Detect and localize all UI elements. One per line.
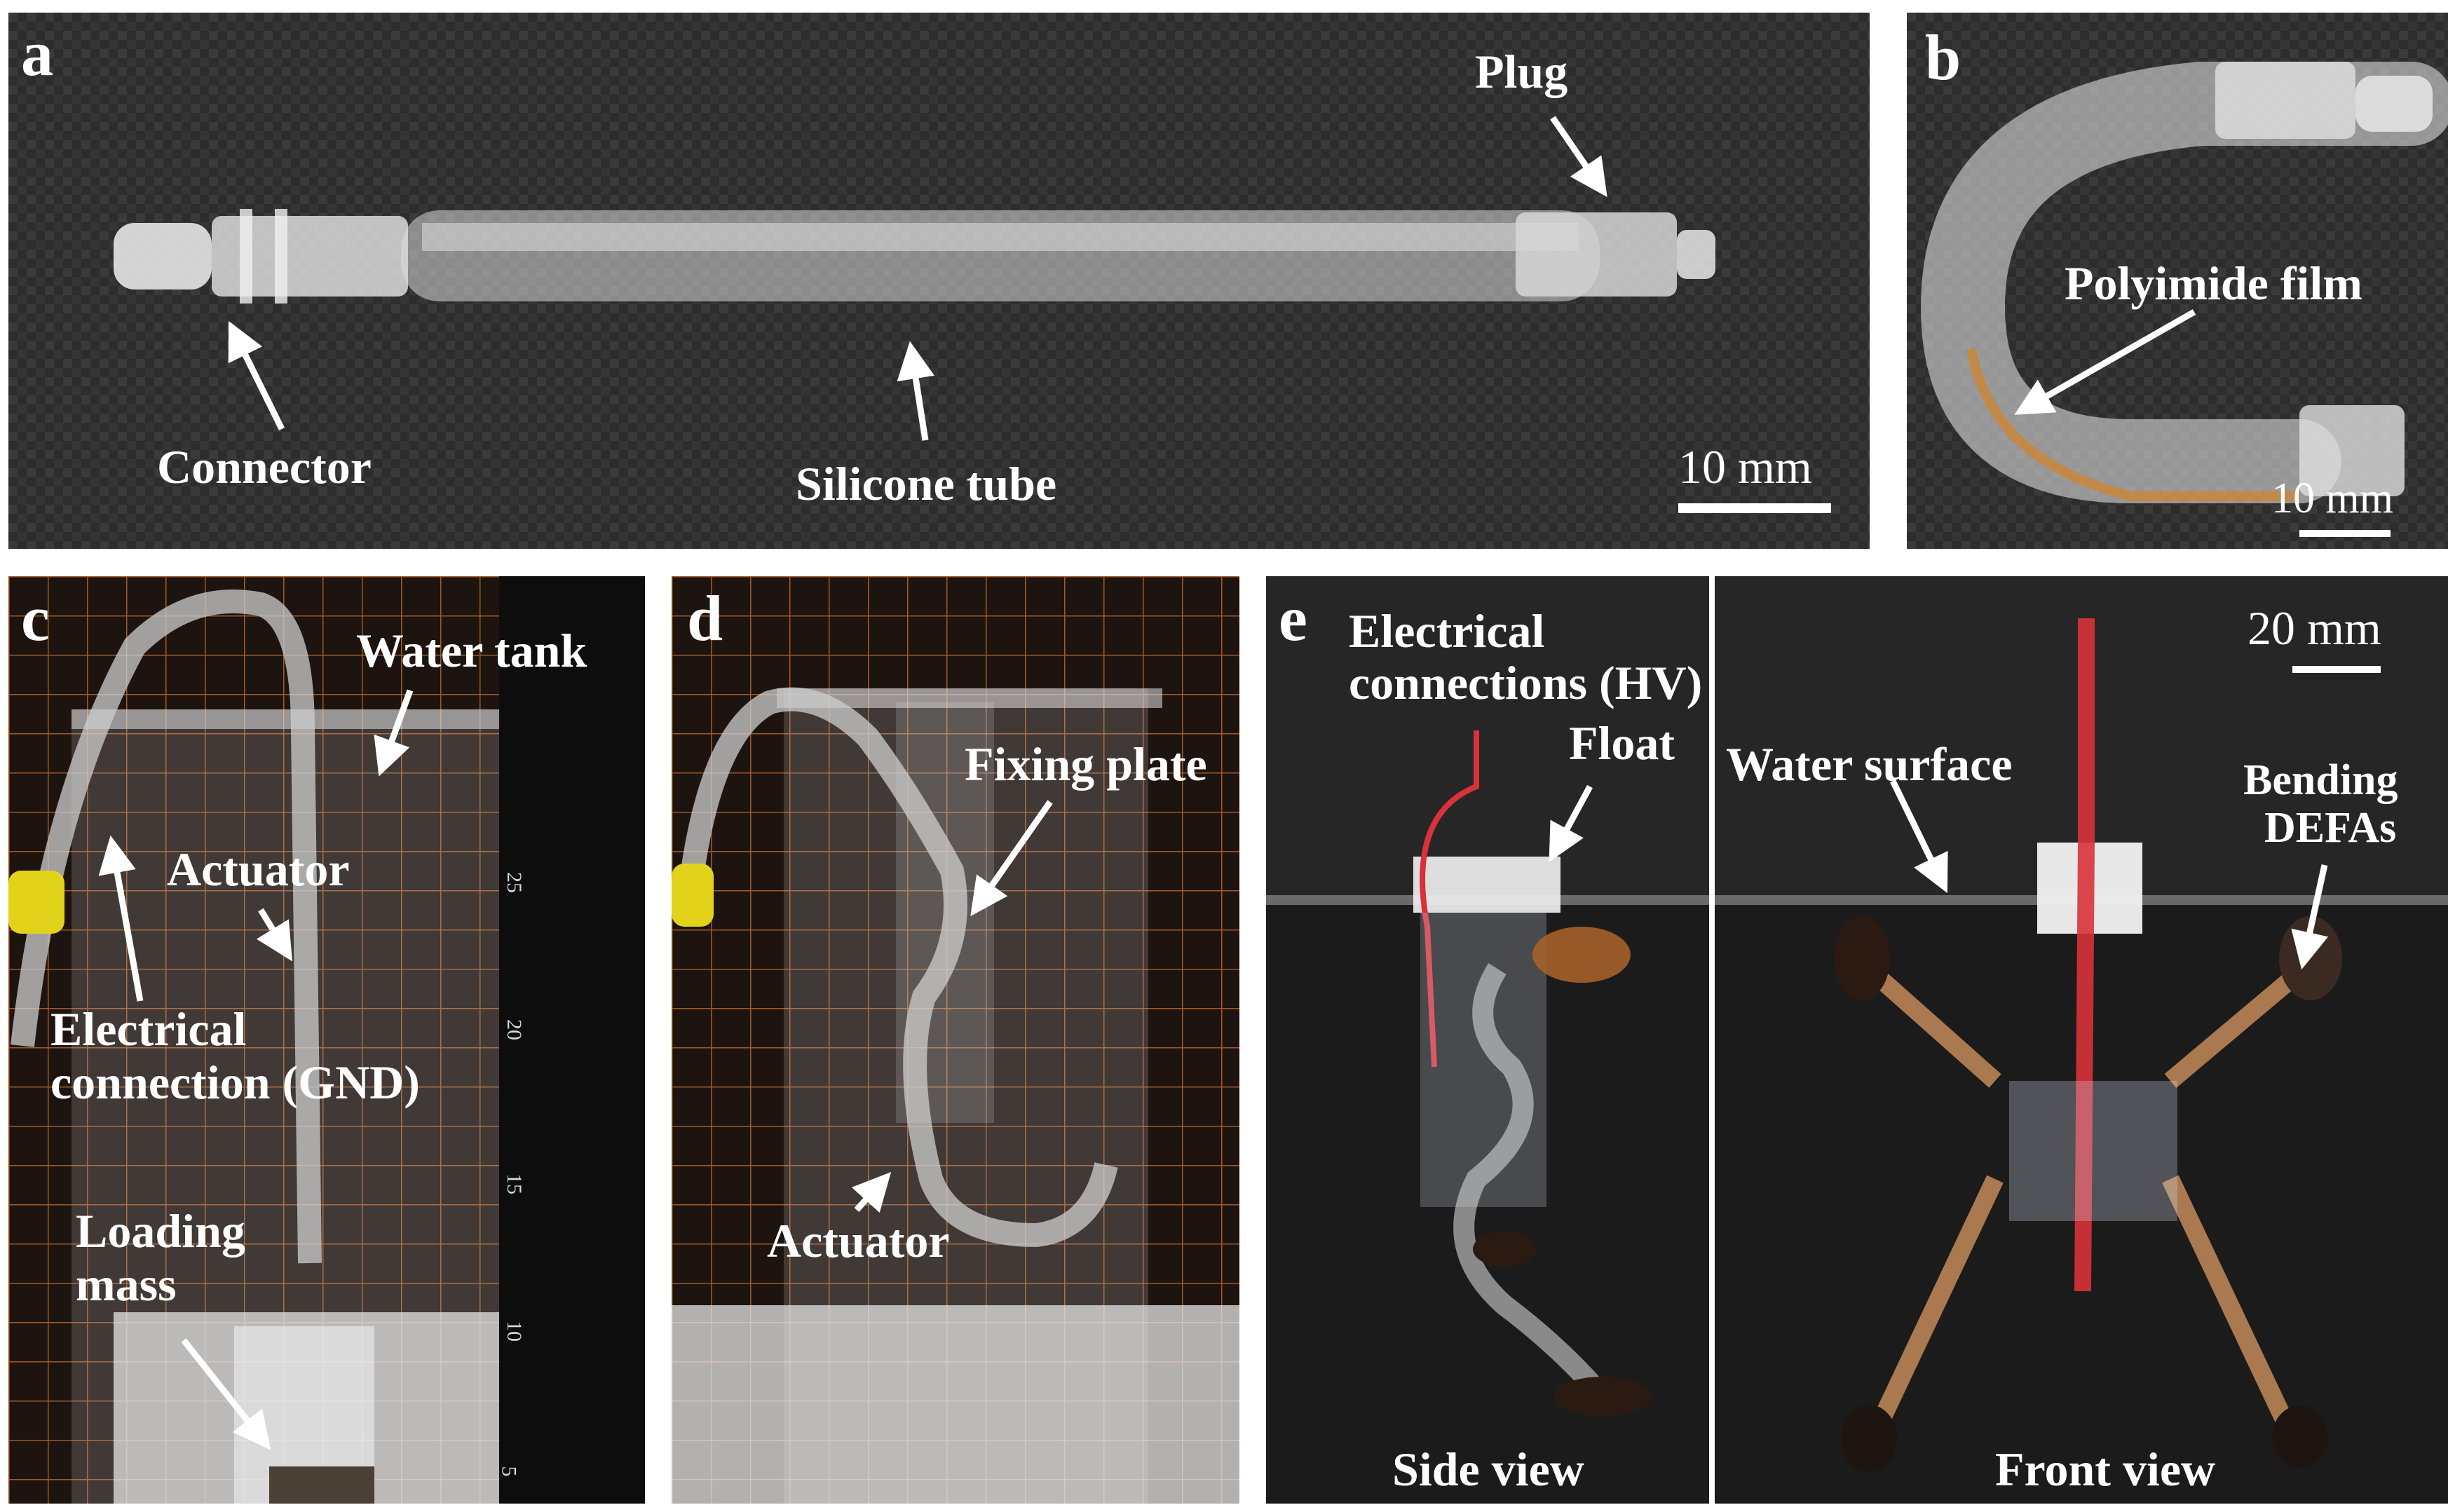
actuator-tube-shape-d xyxy=(681,687,1118,1248)
actuator-label-d: Actuator xyxy=(767,1214,950,1267)
ruler-tick: 15 xyxy=(503,1173,526,1194)
fixing-plate-label: Fixing plate xyxy=(965,737,1207,791)
water-tank-label: Water tank xyxy=(356,624,587,677)
scale-bar-a xyxy=(1678,503,1831,513)
ruler-tick: 5 xyxy=(497,1466,521,1477)
float-label: Float xyxy=(1569,716,1675,770)
electrical-connection-label-1: Electrical xyxy=(50,1002,247,1056)
panel-c: 25 20 15 10 5 c Water tank Actuator Elec… xyxy=(8,576,645,1504)
scale-bar-label-a: 10 mm xyxy=(1678,440,1812,493)
electrical-connections-label-1: Electrical xyxy=(1349,604,1545,658)
scale-bar-label-e: 20 mm xyxy=(2248,601,2381,655)
panel-label-e: e xyxy=(1279,583,1307,654)
view-divider xyxy=(1709,576,1715,1504)
water-surface-line xyxy=(1266,895,2448,905)
electrical-connection-label-2: connection (GND) xyxy=(50,1056,420,1109)
plug-label: Plug xyxy=(1475,45,1568,98)
loading-mass-label-1: Loading xyxy=(76,1204,245,1258)
panel-d-photo xyxy=(672,576,1239,1504)
water-surface-label: Water surface xyxy=(1726,737,2013,791)
bending-defas-label-2: DEFAs xyxy=(2264,804,2397,852)
panel-b: b Polyimide film 10 mm xyxy=(1907,13,2448,549)
ruler-shape xyxy=(499,576,645,1504)
float-shape xyxy=(1413,857,1560,913)
ruler-tick: 25 xyxy=(503,872,526,893)
scale-bar-b xyxy=(2299,530,2391,537)
ruler-tick: 20 xyxy=(503,1019,526,1040)
bent-tube-shape xyxy=(1920,62,2448,503)
clip-shape xyxy=(8,871,64,934)
connector-label: Connector xyxy=(157,440,372,493)
scale-bar-e xyxy=(2292,666,2381,673)
connector-shape xyxy=(114,223,212,290)
front-view-label: Front view xyxy=(1995,1443,2216,1496)
silicone-tube-shape xyxy=(401,210,1600,301)
panel-label-b: b xyxy=(1925,22,1961,93)
panel-c-photo xyxy=(8,576,645,1504)
plug-shape xyxy=(1516,212,1677,297)
scale-bar-label-b: 10 mm xyxy=(2271,475,2393,522)
panel-e: e Electrical connections (HV) Float Wate… xyxy=(1266,576,2448,1504)
bending-defas-label-1: Bending xyxy=(2243,756,2398,804)
polyimide-film-shape xyxy=(1966,348,2299,501)
loading-mass-label-2: mass xyxy=(76,1258,177,1311)
actuator-label-c: Actuator xyxy=(167,843,350,896)
side-view-label: Side view xyxy=(1392,1443,1584,1496)
panel-label-d: d xyxy=(687,583,723,654)
electrical-connections-label-2: connections (HV) xyxy=(1349,656,1703,709)
panel-label-a: a xyxy=(21,18,53,89)
silicone-tube-label: Silicone tube xyxy=(796,457,1057,510)
polyimide-film-label: Polyimide film xyxy=(2065,257,2362,310)
panel-a-photo xyxy=(8,13,1870,549)
ruler-tick: 10 xyxy=(503,1321,526,1342)
side-view-actuator-shape xyxy=(1453,963,1611,1403)
panel-e-photo xyxy=(1266,576,2448,1504)
panel-a: a Plug Connector Silicone tube 10 mm xyxy=(8,13,1870,549)
front-wires-shape xyxy=(2074,618,2095,1292)
panel-b-photo xyxy=(1907,13,2448,549)
panel-label-c: c xyxy=(21,583,50,654)
panel-d: d Fixing plate Actuator xyxy=(672,576,1239,1504)
